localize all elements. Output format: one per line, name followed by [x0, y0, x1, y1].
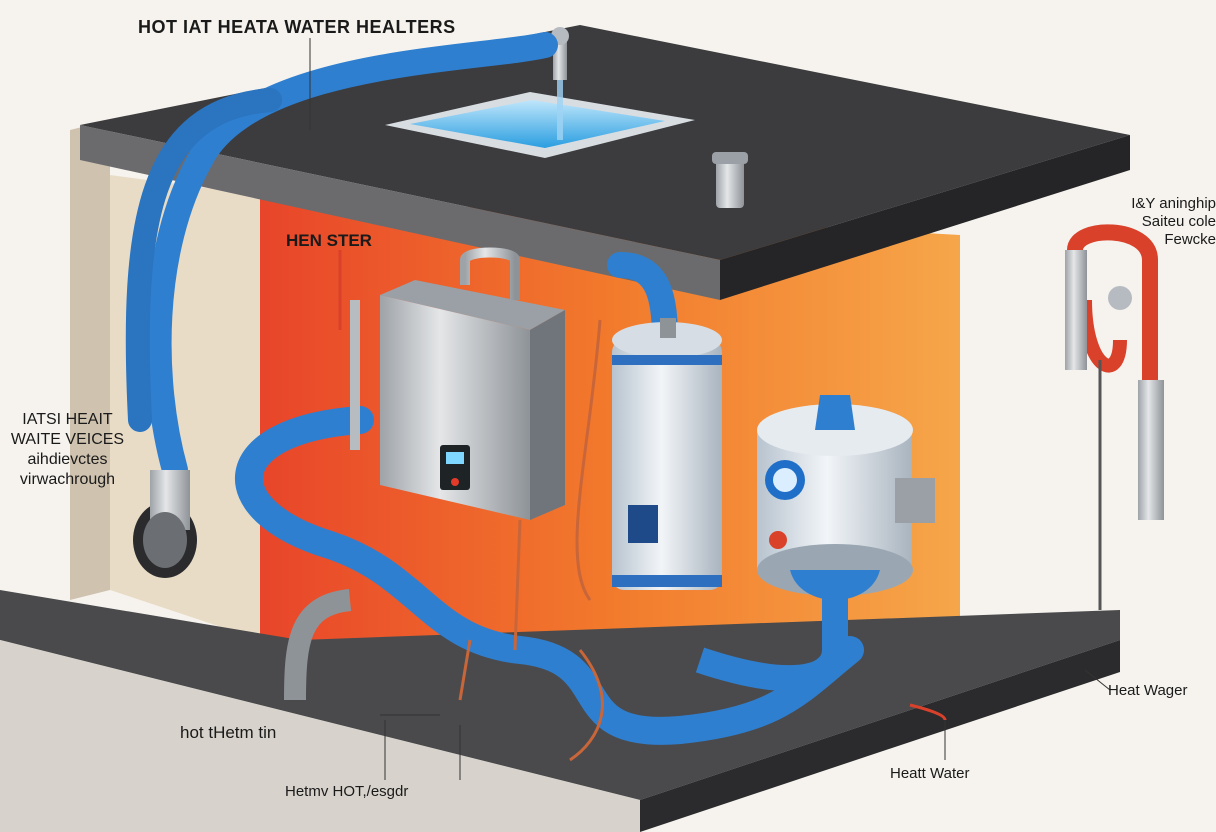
bottom-center-callout: Hetmv HOT,/esgdr	[285, 783, 409, 800]
blue-hose-second	[125, 88, 282, 432]
heater-label: HEN STER	[286, 231, 372, 250]
right-top-line-3: Fewcke	[1164, 231, 1216, 248]
blue-hose-main	[145, 32, 558, 483]
valve-icon	[1108, 286, 1132, 310]
shelf-valve	[716, 160, 744, 208]
blue-pipe-right	[695, 570, 848, 692]
top-shelf-side	[720, 135, 1130, 300]
grey-drain-pipe	[284, 589, 352, 701]
sink-water	[410, 100, 665, 148]
right-top-callout: I&Y aninghip Saiteu cole Fewcke	[1100, 195, 1216, 249]
left-callout: IATSI HEAIT WAITE VEICES aihdievctes vir…	[0, 410, 135, 490]
heater-box-front	[380, 295, 530, 520]
left-callout-line-2: WAITE VEICES	[10, 431, 125, 448]
red-pipe-loop	[1067, 224, 1158, 450]
blue-pipe-bottom	[235, 406, 864, 745]
right-top-line-1: I&Y aninghip	[1131, 195, 1216, 212]
floor-slab-front	[0, 640, 640, 832]
heater-box-top	[380, 280, 565, 330]
bottom-right-callout: Heatt Water	[890, 765, 970, 782]
top-shelf-front	[80, 125, 720, 300]
diagram-title: HOT IAT HEATA WATER HEALTERS	[138, 17, 456, 37]
heater-box-side	[530, 310, 565, 520]
left-wall-shade	[70, 120, 110, 600]
right-mid-callout: Heat Wager	[1108, 682, 1188, 699]
tank-control-panel	[628, 505, 658, 543]
floor-slab-side	[640, 640, 1120, 832]
vertical-tank	[612, 340, 722, 590]
left-callout-line-3: aihdievctes	[27, 451, 108, 468]
right-top-line-2: Saiteu cole	[1141, 213, 1216, 230]
left-callout-line-4: virwachrough	[19, 471, 116, 488]
left-callout-line-1: IATSI HEAIT	[22, 411, 113, 428]
bottom-left-callout: hot tHetm tin	[180, 723, 277, 742]
